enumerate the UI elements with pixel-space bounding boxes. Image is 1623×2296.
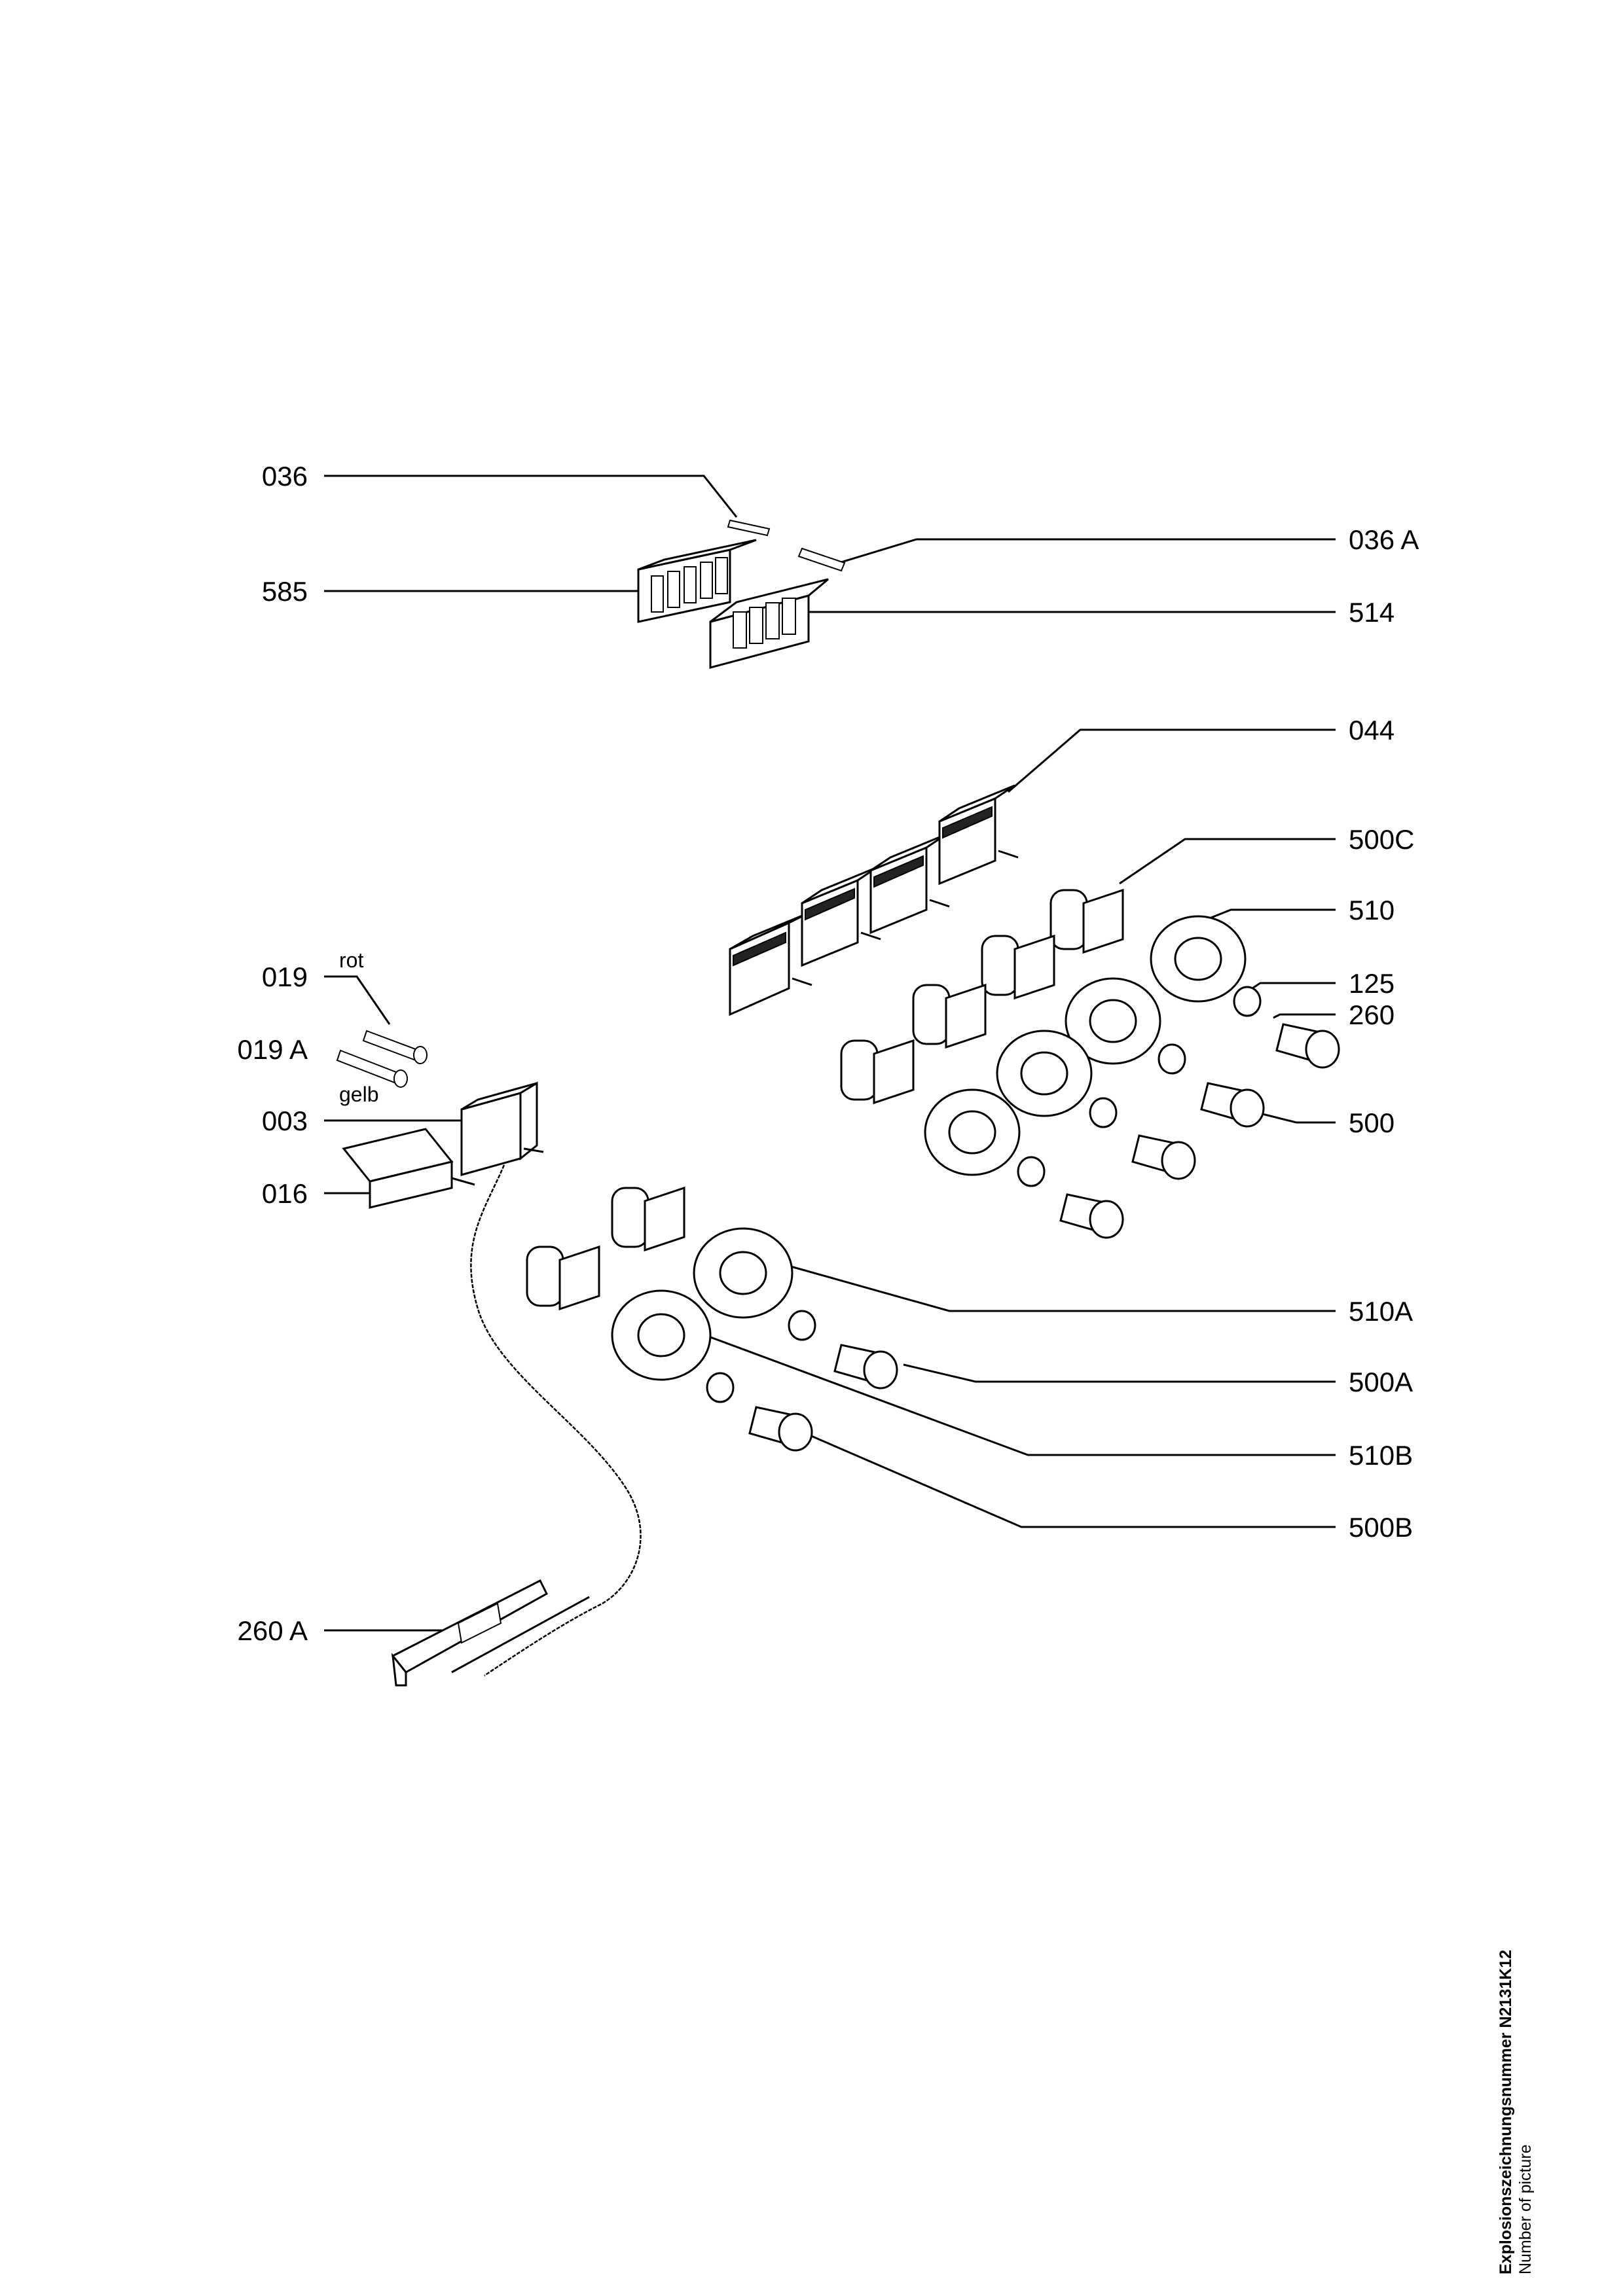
caption-number-of-picture: Number of picture <box>1516 2144 1535 2274</box>
connector-019a <box>336 1049 408 1088</box>
leader-510b <box>687 1327 1336 1456</box>
leader-260 <box>1273 1013 1336 1019</box>
energy-regulator-4 <box>938 784 1019 886</box>
leader-036a <box>828 538 1336 567</box>
label-514: 514 <box>1349 597 1395 628</box>
bushing-row-upper <box>840 888 1124 1105</box>
leader-019 <box>324 975 391 1025</box>
leader-044 <box>1008 728 1336 793</box>
label-016: 016 <box>262 1178 308 1209</box>
leader-500c <box>1119 838 1336 885</box>
knob-500a <box>788 1310 898 1390</box>
leader-500a <box>903 1363 1336 1383</box>
label-044: 044 <box>1349 715 1395 745</box>
label-510b: 510B <box>1349 1440 1413 1471</box>
label-003: 003 <box>262 1105 308 1136</box>
callout-labels: 036 036 A 585 514 044 500C 510 125 260 5… <box>238 461 1419 1646</box>
leader-500b <box>805 1432 1336 1528</box>
terminal-block-585 <box>637 539 757 623</box>
knob-row-upper <box>1017 986 1340 1239</box>
rosette-510a <box>693 1227 793 1319</box>
switch-003 <box>460 1081 544 1176</box>
label-500c: 500C <box>1349 824 1414 855</box>
leader-500 <box>1256 1111 1336 1124</box>
picture-number-caption: Explosionszeichnungsnummer N2131K12 Numb… <box>1496 1816 1548 2274</box>
switch-016 <box>342 1128 475 1209</box>
connector-036a <box>797 547 846 572</box>
label-500: 500 <box>1349 1107 1395 1138</box>
bushing-row-lower <box>526 1186 685 1311</box>
label-036: 036 <box>262 461 308 492</box>
label-500a: 500A <box>1349 1367 1413 1397</box>
label-260: 260 <box>1349 999 1395 1030</box>
connector-036 <box>727 519 771 537</box>
leader-510a <box>778 1262 1336 1312</box>
wire-color-gelb: gelb <box>339 1083 379 1106</box>
label-510: 510 <box>1349 895 1395 925</box>
leader-125 <box>1247 982 1336 993</box>
capillary-wire <box>470 1164 642 1677</box>
knob-500b <box>706 1372 813 1452</box>
terminal-block-514 <box>709 578 829 669</box>
label-019a: 019 A <box>238 1034 308 1065</box>
energy-regulator-3 <box>869 833 950 935</box>
label-500b: 500B <box>1349 1512 1413 1543</box>
leader-036 <box>324 475 738 518</box>
label-585: 585 <box>262 576 308 607</box>
connector-019 <box>362 1030 428 1064</box>
caption-drawing-number: Explosionszeichnungsnummer N2131K12 <box>1497 1950 1515 2274</box>
rosette-row-upper <box>924 915 1247 1176</box>
leader-lines <box>324 475 1336 1632</box>
rosette-510b <box>611 1289 712 1381</box>
label-125: 125 <box>1349 968 1395 999</box>
energy-regulator-1 <box>729 912 812 1016</box>
sensor-260a <box>391 1579 590 1687</box>
wire-color-rot: rot <box>339 948 363 972</box>
energy-regulator-2 <box>801 866 881 967</box>
label-036a: 036 A <box>1349 524 1419 555</box>
label-260a: 260 A <box>238 1615 308 1646</box>
label-019: 019 <box>262 961 308 992</box>
label-510a: 510A <box>1349 1296 1413 1327</box>
